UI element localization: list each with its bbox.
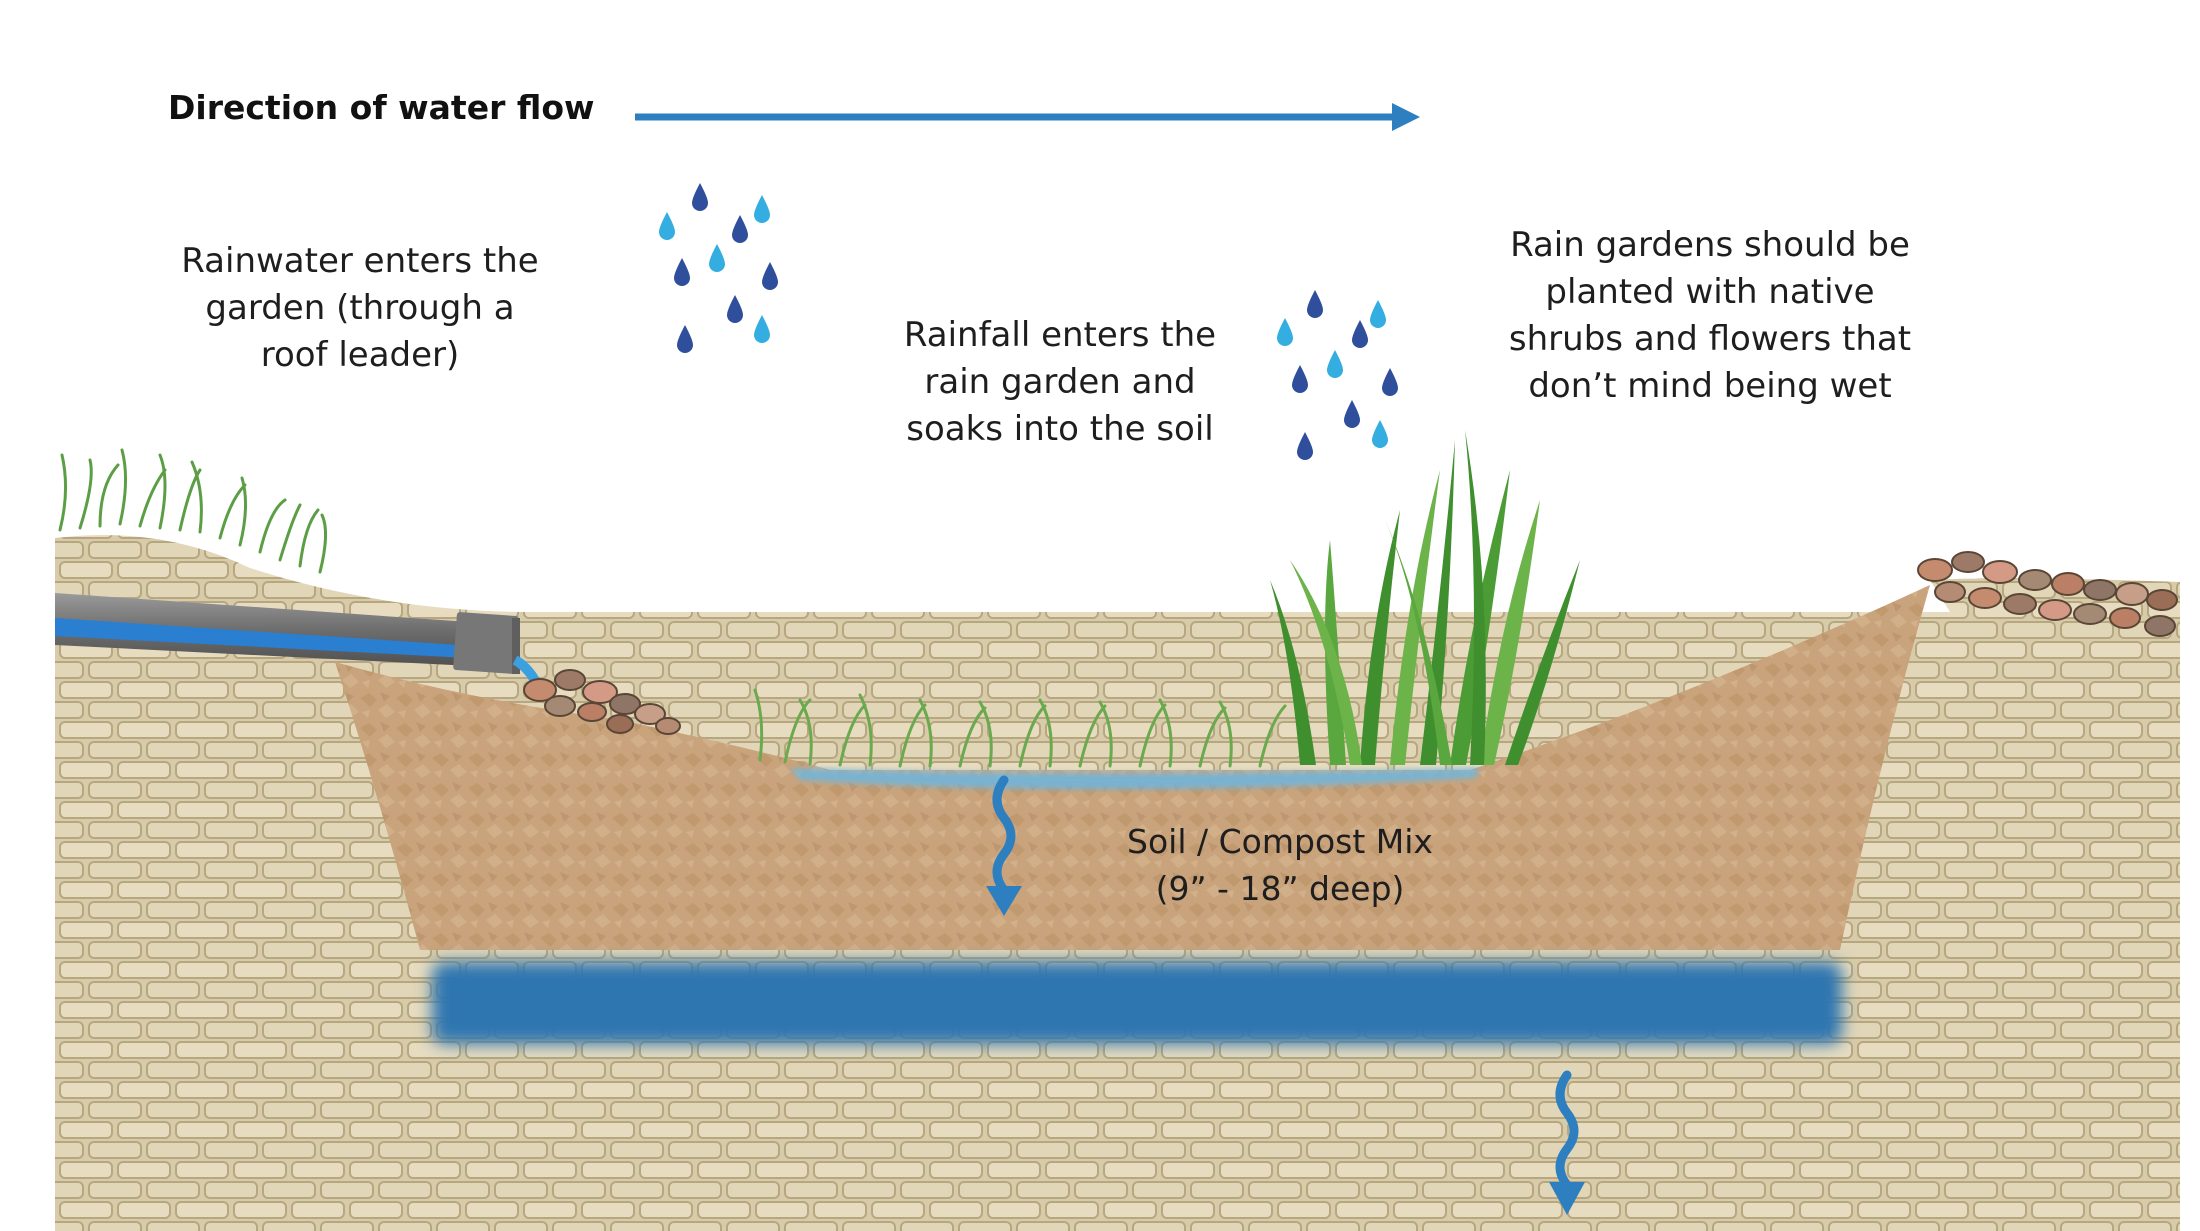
water-storage-band (432, 962, 1842, 1044)
label-line: shrubs and flowers that (1508, 319, 1912, 359)
flow-direction-label: Direction of water flow (168, 88, 595, 127)
raindrops-left (659, 183, 778, 353)
raindrops-right (1277, 290, 1398, 460)
raindrop (1352, 320, 1368, 348)
raindrop (754, 315, 770, 343)
raindrop (1277, 318, 1293, 346)
label-line: soaks into the soil (906, 409, 1214, 449)
raindrop (1382, 368, 1398, 396)
center-grass (753, 688, 1287, 768)
label-line: planted with native (1545, 272, 1875, 312)
label-line: Soil / Compost Mix (1127, 822, 1433, 861)
raindrop (674, 258, 690, 286)
label-line: rain garden and (924, 362, 1196, 402)
raindrop (1370, 300, 1386, 328)
label-line: roof leader) (260, 335, 460, 375)
label-line: Rainfall enters the (903, 315, 1217, 355)
raindrop (1344, 400, 1360, 428)
pebbles-right (1917, 551, 2178, 637)
label-line: garden (through a (205, 288, 515, 328)
raindrop (1372, 420, 1388, 448)
raindrop (659, 212, 675, 240)
label-line: don’t mind being wet (1528, 366, 1892, 406)
label-line: Rain gardens should be (1510, 225, 1910, 265)
raindrop (732, 215, 748, 243)
infiltration-arrow-soil (986, 775, 1022, 916)
rainfall-soak-label: Rainfall enters the rain garden and soak… (870, 312, 1250, 453)
raindrop (709, 244, 725, 272)
rainwater-entry-label: Rainwater enters the garden (through a r… (150, 238, 570, 379)
native-plant (1270, 430, 1580, 765)
raindrop (754, 195, 770, 223)
raindrop (727, 295, 743, 323)
raindrop (1292, 365, 1308, 393)
raindrop (762, 262, 778, 290)
label-line: (9” - 18” deep) (1155, 869, 1405, 908)
raindrop (677, 325, 693, 353)
soil-compost-basin (335, 585, 1930, 950)
label-line: Rainwater enters the (181, 241, 539, 281)
soil-mix-label: Soil / Compost Mix (9” - 18” deep) (1080, 818, 1480, 912)
raindrop (1327, 350, 1343, 378)
native-plants-label: Rain gardens should be planted with nati… (1470, 222, 1950, 410)
pond-water (790, 768, 1480, 790)
flow-direction-arrow (635, 103, 1420, 131)
raindrop (1297, 432, 1313, 460)
raindrop (1307, 290, 1323, 318)
left-grass (58, 448, 327, 574)
pebbles-left (523, 669, 681, 735)
raindrop (692, 183, 708, 211)
infiltration-arrow-subsoil (1549, 1070, 1585, 1215)
